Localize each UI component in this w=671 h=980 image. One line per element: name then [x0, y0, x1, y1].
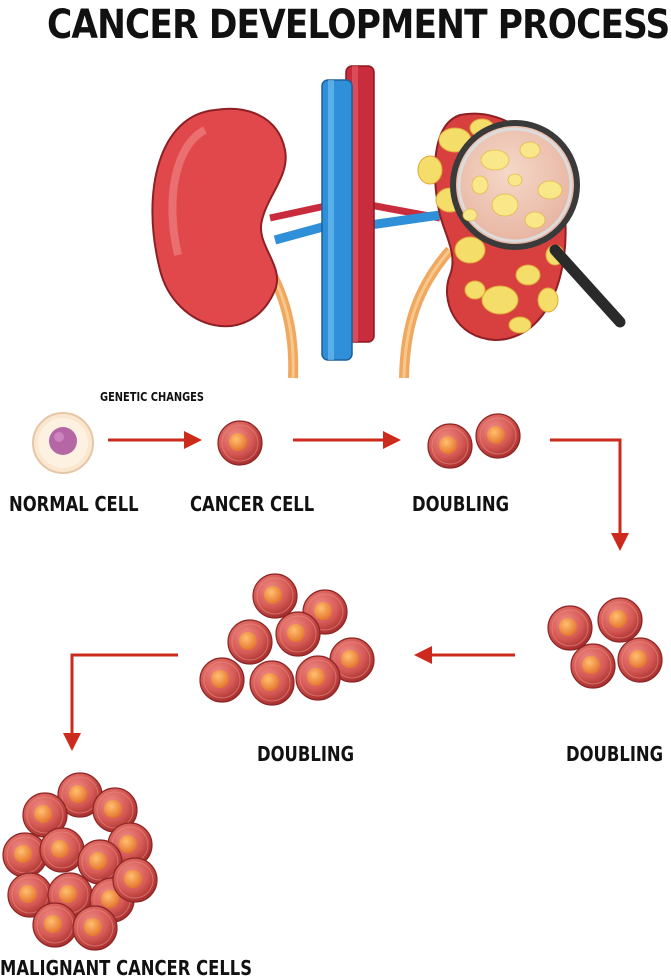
vena-cava [321, 79, 353, 361]
doubling-cells-2 [427, 413, 521, 469]
doubling-label-1: DOUBLING [412, 492, 510, 516]
doubling-cells-8 [199, 573, 375, 706]
page-title: CANCER DEVELOPMENT PROCESS [46, 2, 670, 48]
malignant-cells [2, 772, 158, 951]
cancer-cell [217, 420, 263, 466]
doubling-label-3: DOUBLING [566, 742, 664, 766]
arrow-icon [63, 653, 178, 751]
normal-cell [32, 412, 94, 474]
magnifying-glass-icon [450, 120, 626, 328]
kidney-healthy [151, 107, 287, 328]
malignant-cells-label: MALIGNANT CANCER CELLS [0, 956, 253, 980]
doubling-cells-4 [547, 597, 663, 689]
normal-cell-label: NORMAL CELL [9, 492, 139, 516]
doubling-label-2: DOUBLING [257, 742, 355, 766]
cancer-cell-label: CANCER CELL [190, 492, 315, 516]
arrow-icon [550, 438, 629, 551]
genetic-changes-label: GENETIC CHANGES [100, 390, 204, 404]
kidney-illustration [151, 65, 626, 379]
right-ureter [399, 246, 454, 379]
